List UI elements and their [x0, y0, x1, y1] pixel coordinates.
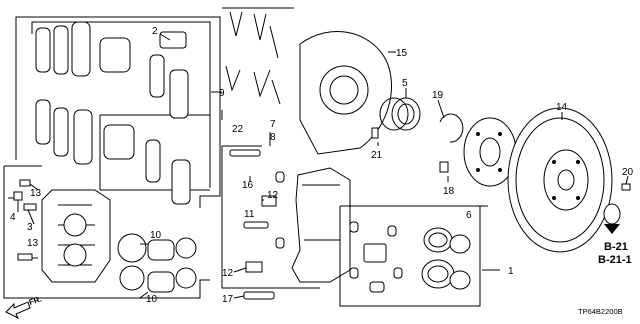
label-6: 6 [466, 210, 472, 221]
label-13a: 13 [30, 188, 42, 199]
part-labels: 2 9 15 5 19 14 20 21 18 6 22 7 8 16 12 1… [10, 26, 634, 305]
label-9: 9 [219, 88, 225, 99]
front-direction-indicator: FR. [5, 294, 43, 320]
label-18: 18 [443, 186, 455, 197]
brake-pads [35, 21, 191, 205]
brake-disc [507, 107, 613, 253]
snap-ring [439, 113, 464, 143]
pad-retainers [222, 7, 294, 105]
label-22: 22 [232, 124, 244, 135]
label-2: 2 [152, 26, 158, 37]
wheel-hub [463, 117, 517, 187]
label-19: 19 [432, 90, 444, 101]
hub-bearing [379, 97, 421, 131]
caliper-seal-kit-group [339, 205, 481, 307]
front-label: FR. [28, 294, 43, 307]
label-21: 21 [371, 150, 383, 161]
label-20: 20 [622, 167, 634, 178]
front-arrow-icon [5, 301, 31, 320]
label-14: 14 [556, 102, 568, 113]
label-8: 8 [270, 132, 276, 143]
label-17: 17 [222, 294, 234, 305]
ref-b21: B-21 [604, 241, 628, 253]
ref-arrow-icon [604, 224, 620, 234]
label-12a: 12 [267, 190, 279, 201]
caliper-bracket-group [221, 145, 351, 300]
splash-guard [299, 31, 393, 155]
caliper-body-group [3, 165, 210, 299]
label-15: 15 [396, 48, 408, 59]
label-10b: 10 [146, 294, 158, 305]
ref-nut [603, 203, 621, 225]
label-16: 16 [242, 180, 254, 191]
label-5: 5 [402, 78, 408, 89]
label-10a: 10 [150, 230, 162, 241]
disc-screw-20 [621, 183, 631, 191]
label-1: 1 [508, 266, 514, 277]
brake-pad-set-group [15, 16, 221, 208]
ref-b21-1: B-21-1 [598, 254, 632, 266]
label-12b: 12 [222, 268, 234, 279]
hub-bolt-18 [439, 161, 449, 173]
leader-lines [17, 33, 629, 299]
label-13b: 13 [27, 238, 39, 249]
label-3: 3 [27, 222, 33, 233]
bolt-21 [371, 127, 379, 139]
diagram-code: TP64B2200B [578, 307, 623, 316]
label-4: 4 [10, 212, 16, 223]
label-11: 11 [244, 209, 255, 220]
label-7: 7 [270, 119, 276, 130]
